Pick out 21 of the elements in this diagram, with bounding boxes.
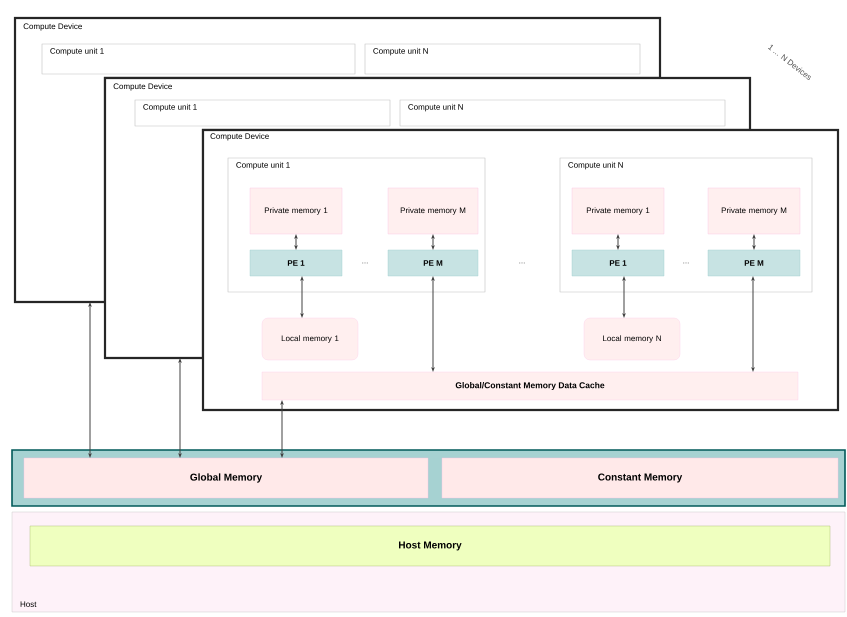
host-memory-box: Host Memory bbox=[30, 526, 830, 566]
processing-element-box: PE M bbox=[388, 250, 478, 276]
private-memory-box: Private memory 1 bbox=[572, 188, 664, 234]
compute-unit-box: Compute unit 1 bbox=[42, 44, 356, 74]
ellipsis: ... bbox=[683, 262, 689, 264]
local-memory-box: Local memory N bbox=[584, 318, 680, 360]
processing-element-box: PE 1 bbox=[250, 250, 342, 276]
private-memory-box: Private memory M bbox=[388, 188, 478, 234]
compute-unit-box: Compute unit 1 bbox=[134, 100, 390, 126]
local-memory-box: Local memory 1 bbox=[262, 318, 358, 360]
memory-box: Constant Memory bbox=[442, 458, 838, 498]
compute-unit-box: Compute unit N bbox=[400, 100, 726, 126]
ellipsis: ... bbox=[519, 262, 525, 264]
private-memory-box: Private memory 1 bbox=[250, 188, 342, 234]
processing-element-box: PE 1 bbox=[572, 250, 664, 276]
memory-box: Global Memory bbox=[24, 458, 428, 498]
processing-element-box: PE M bbox=[708, 250, 800, 276]
private-memory-box: Private memory M bbox=[708, 188, 800, 234]
compute-unit-box: Compute unit N bbox=[364, 44, 640, 74]
ellipsis: ... bbox=[362, 262, 368, 264]
cache-box: Global/Constant Memory Data Cache bbox=[262, 372, 798, 400]
